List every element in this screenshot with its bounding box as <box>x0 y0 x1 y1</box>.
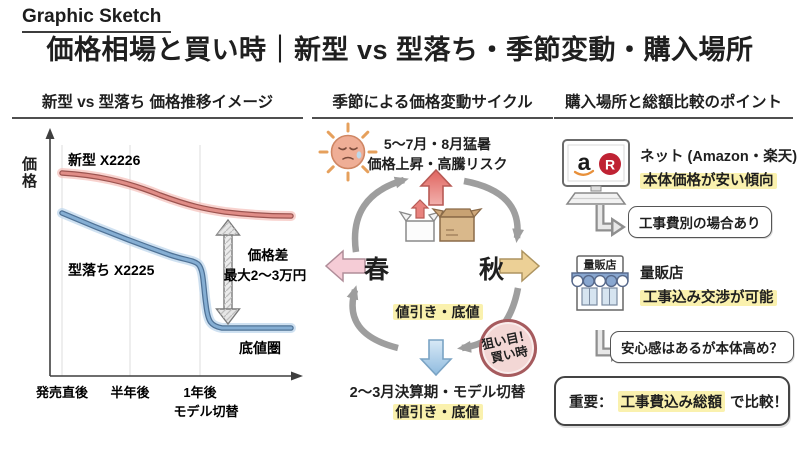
series-old-label: 型落ち X2225 <box>68 262 155 278</box>
online-shop-icon: a R <box>562 139 630 205</box>
spring-label: 春 <box>364 256 390 284</box>
y-axis-arrow-icon <box>45 128 55 139</box>
important-suffix: で比較！ <box>730 394 788 411</box>
x-tick-launch: 発売直後 <box>35 385 89 400</box>
winter-note-line1: 2〜3月決算期・モデル切替 <box>349 385 526 401</box>
page-title: 価格相場と買い時｜新型 vs 型落ち・季節変動・購入場所 <box>46 35 754 65</box>
x-axis-arrow-icon <box>291 371 303 381</box>
arc-winter-to-spring <box>346 285 399 352</box>
x-tick-oneyear: 1年後 <box>183 385 217 400</box>
series-new-label: 新型 X2226 <box>68 152 141 168</box>
spring-arrow-icon <box>324 249 366 283</box>
panel-season-cycle: 季節による価格変動サイクル <box>310 90 555 450</box>
brand-label: Graphic Sketch <box>22 6 172 33</box>
net-title: ネット (Amazon・楽天) <box>640 149 798 165</box>
season-cycle-graphic <box>318 122 541 377</box>
important-highlight: 工事費込み総額 <box>617 390 725 412</box>
line-old-model <box>57 208 296 333</box>
middle-panel-heading: 季節による価格変動サイクル <box>312 90 553 119</box>
bottom-zone-label: 底値圏 <box>239 340 281 356</box>
autumn-arrow-icon <box>499 249 541 283</box>
store-note-box: 安心感はあるが本体高め？ <box>610 331 794 363</box>
arc-summer-to-autumn <box>463 177 525 243</box>
rakuten-logo-icon <box>599 153 621 175</box>
price-drop-arrow-icon <box>419 339 453 377</box>
hot-sun-icon <box>318 122 378 182</box>
cycle-mid-label: 値引き・底値 <box>320 302 555 322</box>
winter-note-line2-text: 値引き・底値 <box>392 404 483 420</box>
important-summary-box: 重要：工事費込み総額で比較！ <box>554 376 790 426</box>
autumn-label: 秋 <box>479 256 505 284</box>
gap-label-line1: 価格差 <box>247 247 289 263</box>
x-tick-halfyear: 半年後 <box>110 385 150 400</box>
winter-note-line2: 値引き・底値 <box>320 402 555 422</box>
store-highlight-text: 工事込み交渉が可能 <box>640 290 777 306</box>
store-title: 量販店 <box>640 266 684 282</box>
panel-price-trend: 新型 vs 型落ち 価格推移イメージ <box>10 90 307 450</box>
net-note-box: 工事費別の場合あり <box>628 206 772 238</box>
x-tick-model-change: モデル切替 <box>173 404 239 419</box>
right-panel-heading: 購入場所と総額比較のポイント <box>554 90 793 119</box>
net-highlight-text: 本体価格が安い傾向 <box>640 173 777 189</box>
important-prefix: 重要： <box>569 394 613 411</box>
price-trend-chart: 新型 X2226 型落ち X2225 価格差 最大2〜3万円 底値圏 発売直後 … <box>35 128 307 419</box>
summer-note-line2: 価格上昇・高騰リスク <box>367 156 508 172</box>
price-gap-arrow-icon <box>215 218 241 326</box>
store-sign-text: 量販店 <box>584 258 617 272</box>
panel-purchase-points: 購入場所と総額比較のポイント a R ネット (Amazon・楽天) 本体価格が… <box>552 90 798 450</box>
y-axis-label: 価格 <box>22 156 38 191</box>
amazon-logo-letter: a <box>578 149 591 175</box>
arc-spring-to-summer <box>351 176 409 253</box>
model-boxes-icon <box>398 199 483 242</box>
price-rise-arrow-icon <box>419 168 453 206</box>
gap-label-line2: 最大2〜3万円 <box>224 267 307 283</box>
summer-note-line1: 5〜7月・8月猛暑 <box>383 136 492 152</box>
cycle-arrows <box>346 176 525 353</box>
line-new-model <box>57 168 296 221</box>
rakuten-logo-letter: R <box>605 157 615 173</box>
elbow-arrow-icon <box>595 205 626 237</box>
net-highlight: 本体価格が安い傾向 <box>640 169 777 190</box>
left-panel-heading: 新型 vs 型落ち 価格推移イメージ <box>12 90 303 119</box>
cycle-mid-label-text: 値引き・底値 <box>392 304 483 320</box>
store-highlight: 工事込み交渉が可能 <box>640 286 777 307</box>
retail-store-icon: 量販店 <box>571 255 629 311</box>
